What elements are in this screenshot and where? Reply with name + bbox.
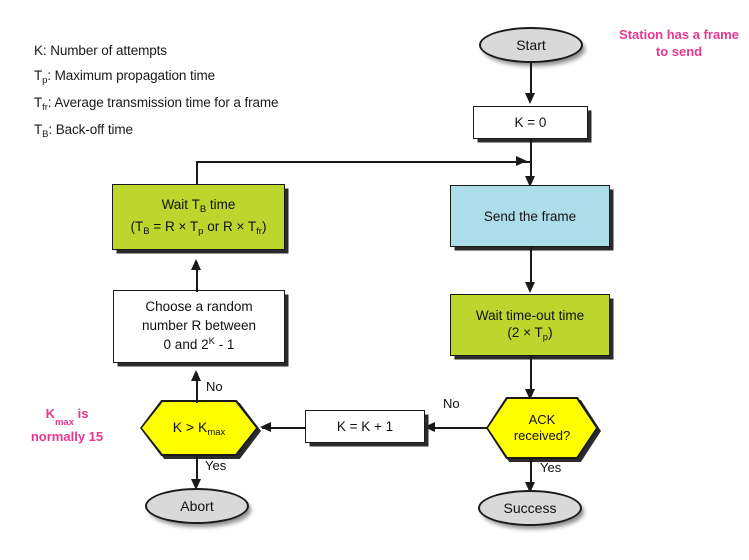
legend-symbol: T bbox=[34, 68, 43, 83]
edge-label-kmax-no: No bbox=[206, 379, 223, 394]
annotation-kmax-pre: K bbox=[45, 406, 55, 421]
node-wait-timeout-line1: Wait time-out time bbox=[475, 308, 585, 323]
node-ack-line1: ACK bbox=[528, 412, 556, 427]
node-wait-tb-l2a: (T bbox=[130, 219, 144, 234]
node-kmax-expr: K > Kmax bbox=[173, 419, 226, 438]
legend-symbol: T bbox=[34, 122, 43, 137]
edge-label-ack-no: No bbox=[443, 396, 460, 411]
node-k-increment: K = K + 1 bbox=[305, 410, 425, 443]
node-choose-random: Choose a random number R between 0 and 2… bbox=[113, 290, 285, 363]
edge-start-to-k0 bbox=[530, 63, 532, 95]
annotation-kmax-sub: max bbox=[54, 416, 74, 428]
legend: K: Number of attempts Tp: Maximum propag… bbox=[34, 38, 279, 144]
annotation-kmax-note: Kmax is normally 15 bbox=[6, 405, 128, 445]
annotation-start-note: Station has a frame to send bbox=[619, 27, 739, 59]
legend-subscript: B bbox=[42, 129, 49, 140]
node-choose-line3-sup: K bbox=[208, 336, 215, 347]
arrowhead-start-to-k0 bbox=[525, 93, 535, 104]
node-wait-tb-l2b: = R × T bbox=[149, 219, 199, 234]
edge-label-ack-yes: Yes bbox=[540, 460, 562, 475]
legend-text: : Average transmission time for a frame bbox=[47, 95, 279, 110]
arrowhead-send-to-timeout bbox=[525, 282, 535, 293]
edge-label-kmax-yes: Yes bbox=[205, 458, 227, 473]
node-choose-line1: Choose a random bbox=[145, 299, 253, 314]
node-wait-tb-l2b-sub: p bbox=[198, 226, 204, 237]
node-start-label: Start bbox=[516, 36, 546, 53]
edge-kmax-no-to-choose bbox=[196, 373, 198, 403]
annotation-kmax-line2: normally 15 bbox=[30, 428, 104, 444]
edge-kmax-to-abort bbox=[196, 454, 198, 484]
node-wait-tb-line2: (TB = R × Tp or R × Tfr) bbox=[131, 217, 267, 239]
node-send-frame-label: Send the frame bbox=[483, 208, 577, 224]
legend-text: : Back-off time bbox=[48, 122, 133, 137]
node-k-zero: K = 0 bbox=[473, 106, 588, 139]
node-success: Success bbox=[478, 490, 582, 526]
node-abort: Abort bbox=[145, 488, 249, 524]
edge-k0-to-send bbox=[530, 139, 532, 181]
node-k-zero-label: K = 0 bbox=[514, 115, 547, 130]
edge-ack-to-success bbox=[530, 457, 532, 487]
node-wait-tb: Wait TB time (TB = R × Tp or R × Tfr) bbox=[112, 184, 285, 250]
legend-line-tp: Tp: Maximum propagation time bbox=[34, 63, 278, 90]
legend-line-k: K: Number of attempts bbox=[34, 38, 278, 63]
node-send-frame: Send the frame bbox=[450, 185, 610, 247]
node-wait-tb-line1-pre: Wait T bbox=[161, 197, 200, 212]
edge-choose-to-wait-tb bbox=[196, 262, 198, 292]
legend-text: : Maximum propagation time bbox=[47, 68, 216, 83]
edge-ack-no-to-increment bbox=[424, 427, 488, 429]
node-success-label: Success bbox=[503, 499, 557, 516]
node-kmax-sub: max bbox=[207, 426, 226, 438]
arrowhead-timeout-to-ack bbox=[525, 389, 535, 400]
edge-loop-horizontal bbox=[196, 161, 532, 163]
node-wait-tb-line1-post: time bbox=[206, 197, 236, 212]
node-wait-timeout-line2: (2 × Tp) bbox=[507, 324, 552, 343]
arrowhead-kmax-to-abort bbox=[191, 479, 201, 490]
node-wait-tb-line1-sub: B bbox=[199, 204, 207, 215]
arrowhead-increment-to-kmax bbox=[260, 422, 271, 432]
arrowhead-choose-to-wait-tb bbox=[191, 259, 201, 270]
node-ack-received: ACK received? bbox=[488, 399, 596, 457]
legend-text: : Number of attempts bbox=[42, 43, 167, 58]
node-choose-line3-pre: 0 and 2 bbox=[163, 337, 209, 352]
node-choose-line2: number R between bbox=[141, 318, 257, 333]
node-start: Start bbox=[479, 27, 583, 63]
legend-symbol: T bbox=[34, 95, 43, 110]
arrowhead-ack-no-to-increment bbox=[424, 422, 435, 432]
arrowhead-loop-join bbox=[516, 156, 527, 166]
arrowhead-k0-to-send bbox=[525, 176, 535, 187]
annotation-kmax-post: is bbox=[73, 406, 89, 421]
node-wait-timeout-line2-post: ) bbox=[548, 325, 553, 340]
node-kmax-pre: K > K bbox=[172, 418, 208, 435]
node-wait-timeout: Wait time-out time (2 × Tp) bbox=[450, 294, 610, 356]
node-wait-tb-line1: Wait TB time bbox=[162, 195, 236, 217]
edge-loop-vertical bbox=[196, 161, 198, 185]
legend-symbol: K bbox=[34, 43, 43, 58]
node-abort-label: Abort bbox=[180, 497, 214, 514]
node-wait-timeout-line2-pre: (2 × T bbox=[507, 325, 543, 340]
legend-line-tb: TB: Back-off time bbox=[34, 117, 278, 144]
legend-subscript: fr bbox=[42, 102, 48, 113]
node-ack-line2: received? bbox=[513, 428, 571, 443]
node-k-gt-kmax: K > Kmax bbox=[142, 402, 256, 454]
legend-subscript: p bbox=[42, 75, 48, 86]
node-choose-line3-post: - 1 bbox=[214, 337, 235, 352]
node-wait-tb-l2a-sub: B bbox=[143, 226, 150, 237]
node-wait-tb-l2c: or R × T bbox=[203, 219, 257, 234]
edge-increment-to-kmax bbox=[262, 427, 305, 429]
node-wait-timeout-line2-sub: p bbox=[542, 332, 549, 343]
node-k-increment-label: K = K + 1 bbox=[336, 419, 394, 434]
node-wait-tb-l2d: ) bbox=[261, 219, 267, 234]
legend-line-tfr: Tfr: Average transmission time for a fra… bbox=[34, 90, 279, 117]
edge-timeout-to-ack bbox=[530, 356, 532, 394]
edge-send-to-timeout bbox=[530, 247, 532, 287]
arrowhead-kmax-no-to-choose bbox=[191, 370, 201, 381]
arrowhead-ack-to-success bbox=[525, 482, 535, 493]
node-wait-tb-l2c-sub: fr bbox=[256, 226, 262, 237]
node-choose-line3: 0 and 2K - 1 bbox=[164, 335, 235, 356]
